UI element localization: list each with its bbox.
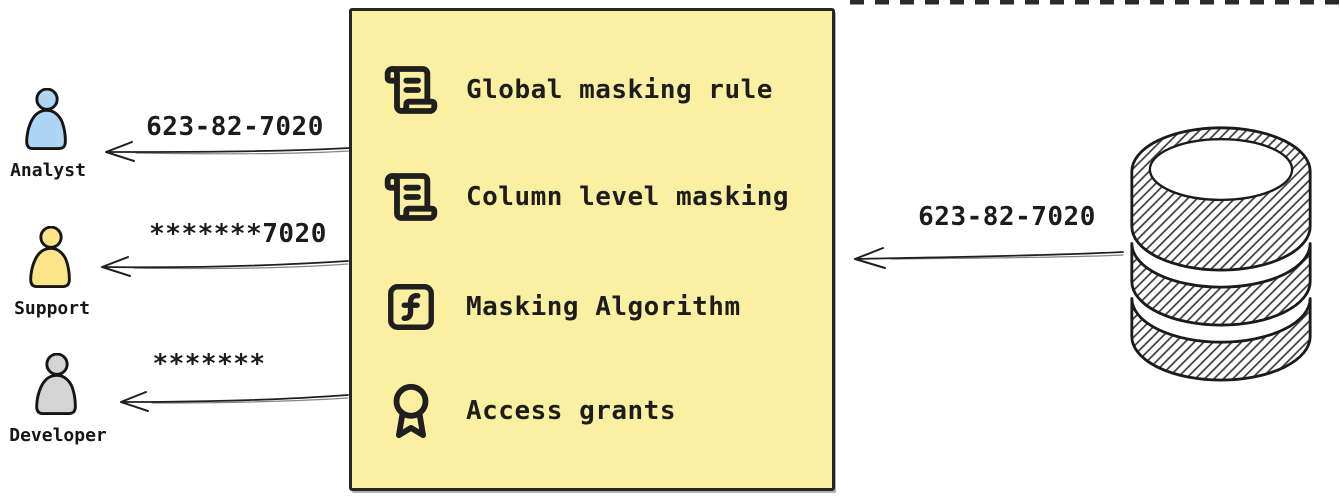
masking-box-item-label: Masking Algorithm bbox=[466, 292, 741, 322]
arrow-to-analyst bbox=[105, 141, 351, 162]
masking-box-item-column-masking: Column level masking bbox=[382, 166, 789, 228]
masking-box-item-global-rule: Global masking rule bbox=[382, 59, 773, 121]
masking-box-item-label: Column level masking bbox=[466, 182, 790, 212]
award-icon bbox=[382, 380, 440, 442]
database-middle-band bbox=[1130, 242, 1312, 327]
scroll-text-icon bbox=[382, 166, 440, 228]
scroll-text-icon bbox=[382, 59, 440, 121]
person-icon bbox=[25, 88, 67, 150]
arrow-to-developer bbox=[120, 391, 349, 412]
masking-box-item-label: Access grants bbox=[466, 396, 676, 426]
masking-rules-box: Global masking rule Column level masking… bbox=[349, 8, 835, 491]
actor-developer: Developer bbox=[9, 353, 107, 446]
function-square-icon bbox=[382, 276, 440, 338]
person-icon bbox=[35, 353, 77, 415]
actor-label: Support bbox=[14, 298, 90, 319]
actor-label: Analyst bbox=[10, 160, 86, 181]
frame-dashed-border bbox=[850, 0, 1340, 5]
database-value: 623-82-7020 bbox=[918, 202, 1096, 232]
database-top-face bbox=[1148, 137, 1294, 202]
actor-support: Support bbox=[14, 226, 90, 319]
person-icon bbox=[29, 226, 71, 288]
masking-box-item-access-grants: Access grants bbox=[382, 380, 676, 442]
database-bottom-band bbox=[1130, 297, 1312, 382]
actor-analyst: Analyst bbox=[10, 88, 86, 181]
masked-value-support: *******7020 bbox=[149, 219, 327, 249]
database-icon bbox=[1130, 126, 1312, 382]
masked-value-developer: ******* bbox=[152, 349, 266, 379]
masked-value-analyst: 623-82-7020 bbox=[146, 112, 324, 142]
masking-box-item-label: Global masking rule bbox=[466, 75, 773, 105]
arrow-to-support bbox=[101, 256, 349, 277]
actor-label: Developer bbox=[9, 425, 107, 446]
masking-box-item-algorithm: Masking Algorithm bbox=[382, 276, 741, 338]
arrow-database-to-box bbox=[854, 247, 1124, 269]
